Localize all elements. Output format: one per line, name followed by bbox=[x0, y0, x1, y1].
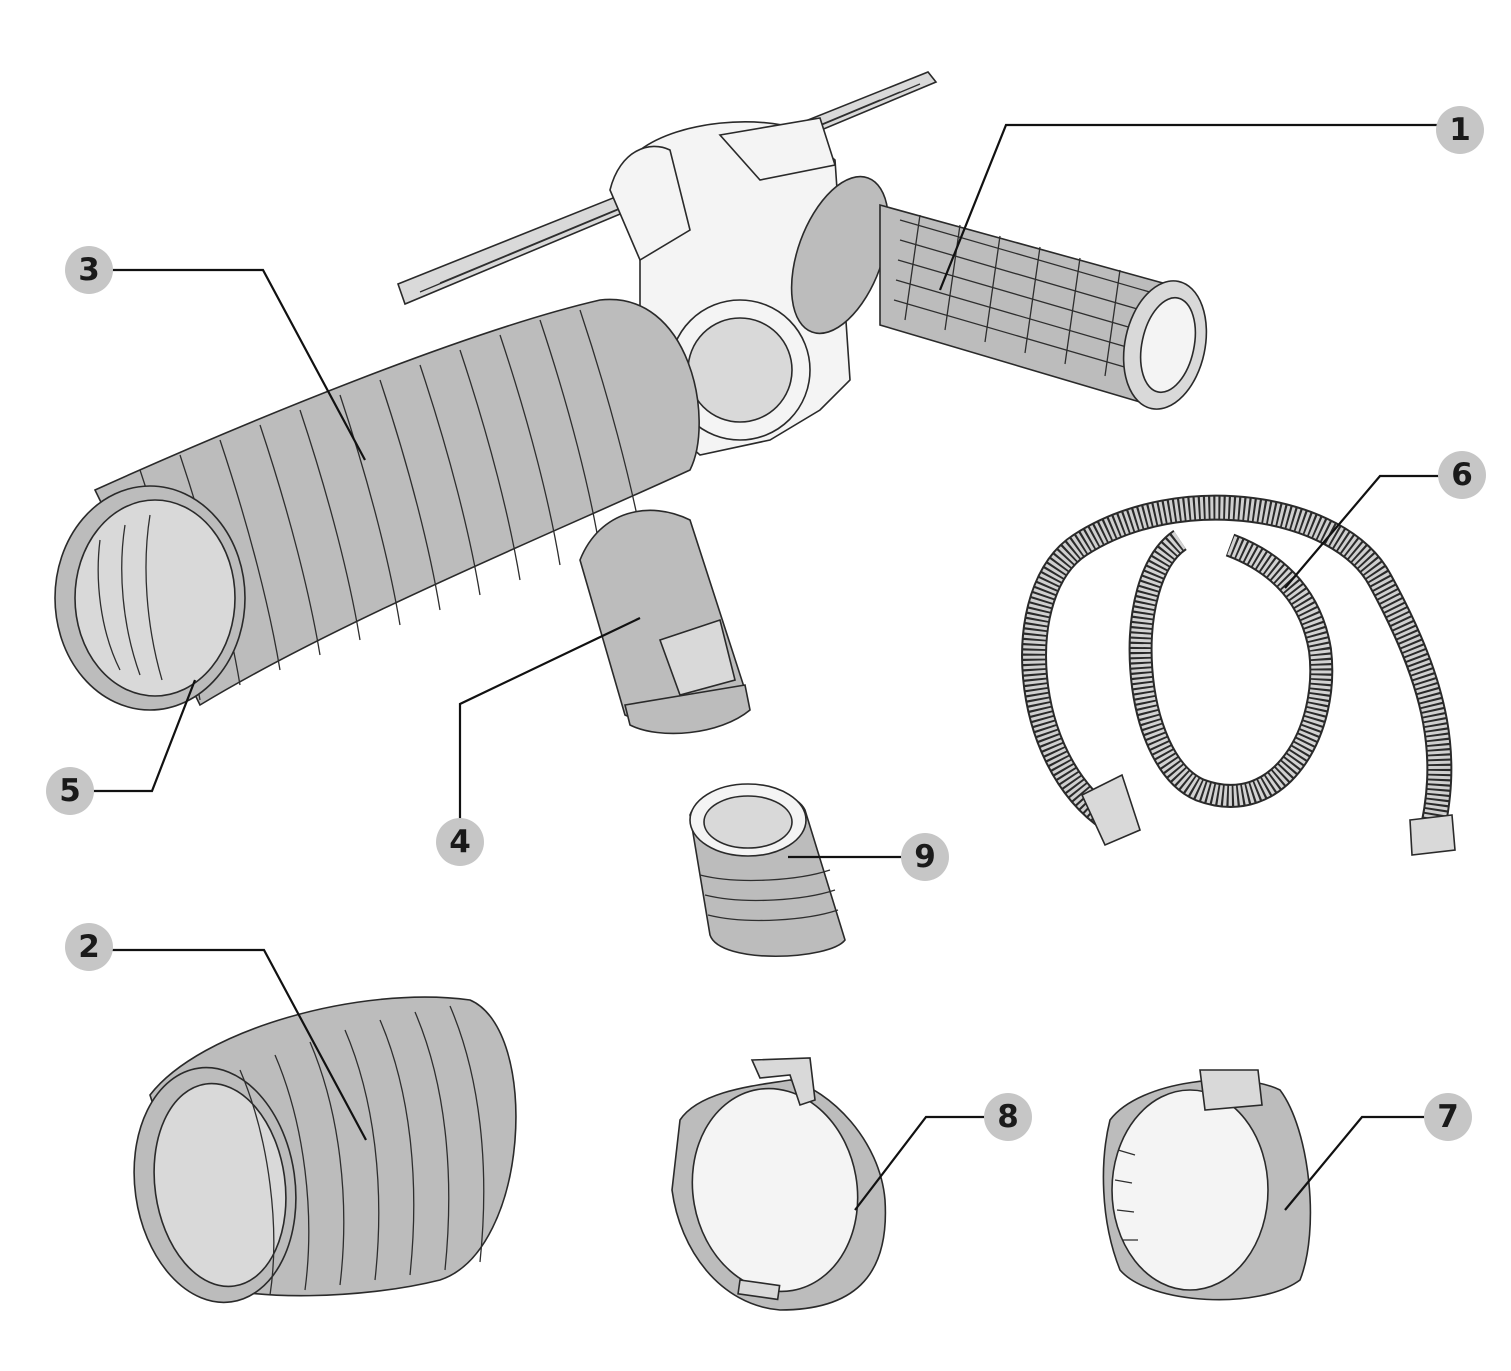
leader-lines bbox=[93, 123, 1440, 1211]
callout-badge-2: 2 bbox=[65, 923, 113, 971]
extraction-body-icon bbox=[579, 509, 751, 735]
callout-label-9: 9 bbox=[914, 839, 936, 875]
callout-label-8: 8 bbox=[997, 1099, 1019, 1135]
callout-label-2: 2 bbox=[78, 929, 100, 965]
leader-line-6 bbox=[1284, 474, 1440, 589]
leader-line-2 bbox=[110, 948, 367, 1141]
callout-badge-6: 6 bbox=[1438, 451, 1486, 499]
leader-line-5 bbox=[93, 679, 197, 793]
hose-adapter-icon bbox=[689, 783, 846, 957]
leader-line-4 bbox=[458, 617, 641, 820]
callout-badge-9: 9 bbox=[901, 833, 949, 881]
callout-label-1: 1 bbox=[1449, 112, 1471, 148]
clamp-ring-icon bbox=[671, 1057, 887, 1311]
callout-badge-3: 3 bbox=[65, 246, 113, 294]
leader-line-1 bbox=[938, 123, 1437, 291]
callout-label-3: 3 bbox=[78, 252, 100, 288]
callout-badge-4: 4 bbox=[436, 818, 484, 866]
housing-body-icon bbox=[609, 117, 851, 456]
callout-label-6: 6 bbox=[1451, 457, 1473, 493]
long-bellows-icon bbox=[93, 298, 700, 707]
bellows-ring-icon bbox=[54, 485, 246, 711]
callout-label-4: 4 bbox=[449, 824, 471, 860]
callout-label-7: 7 bbox=[1437, 1099, 1459, 1135]
short-bellows-icon bbox=[133, 996, 517, 1304]
callout-badge-7: 7 bbox=[1424, 1093, 1472, 1141]
leader-line-7 bbox=[1284, 1115, 1425, 1211]
callout-label-5: 5 bbox=[59, 773, 81, 809]
adapter-ring-icon bbox=[1102, 1069, 1312, 1301]
callout-badge-8: 8 bbox=[984, 1093, 1032, 1141]
leader-line-3 bbox=[110, 268, 366, 461]
callout-badge-5: 5 bbox=[46, 767, 94, 815]
callout-badge-1: 1 bbox=[1436, 106, 1484, 154]
auxiliary-handle-icon bbox=[790, 175, 1208, 410]
extraction-hose-icon bbox=[1021, 494, 1456, 856]
leader-line-8 bbox=[854, 1115, 985, 1211]
